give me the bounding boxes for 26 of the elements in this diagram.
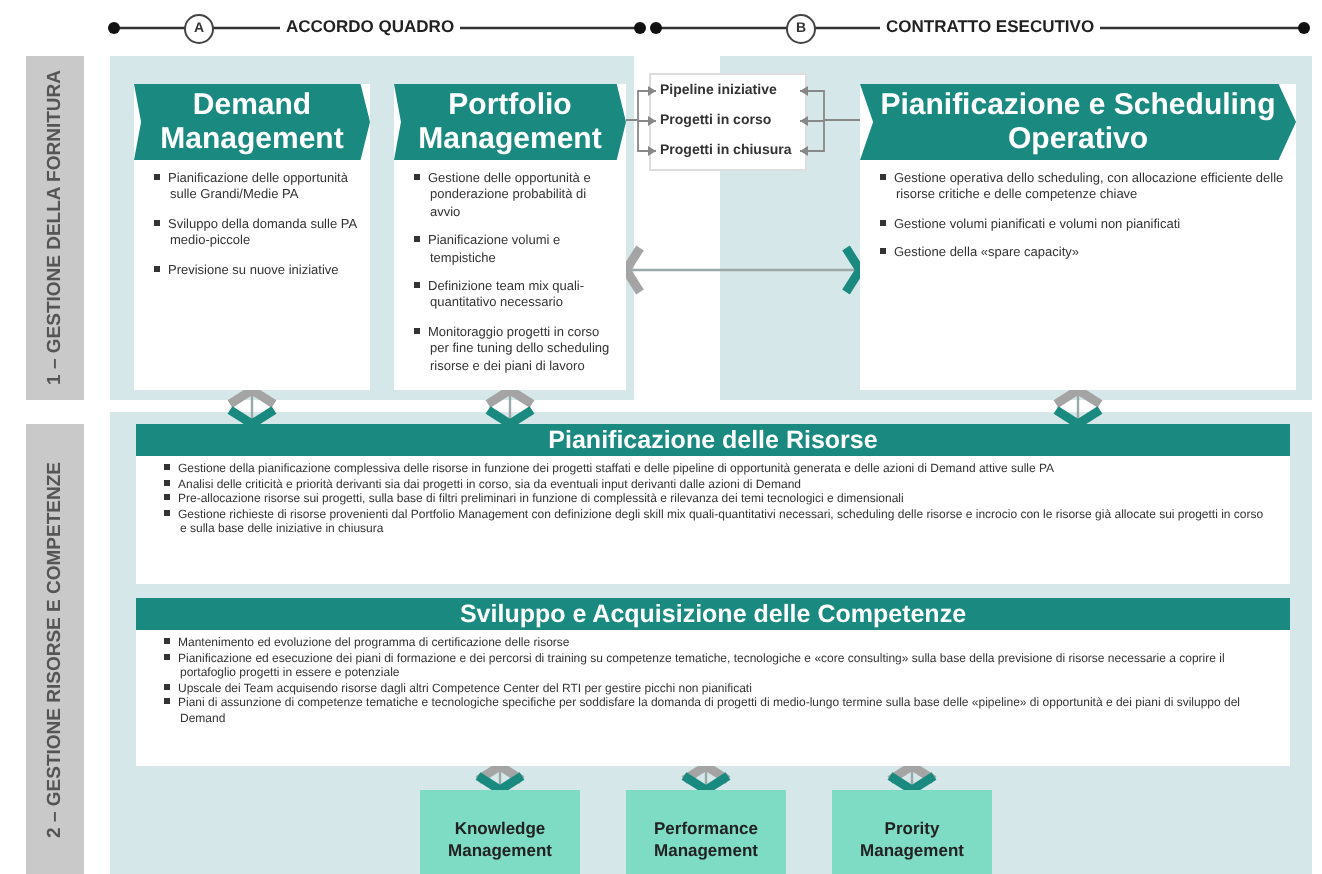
phase-title: CONTRATTO ESECUTIVO [880,16,1101,38]
process-tile: Performance Management [626,790,786,874]
process-panel [136,598,1290,766]
section-heading: Portfolio Management [394,84,626,160]
section-heading: Demand Management [134,84,370,160]
process-tile: Prority Management [832,790,992,874]
process-tile: Knowledge Management [420,790,580,874]
chevron-connector [473,761,527,795]
process-panel [136,424,1290,584]
section-band [26,424,84,874]
section-band [26,56,84,400]
arrow [799,119,861,156]
section-heading: Pianificazione delle Risorse [136,424,1290,456]
process-card [860,84,1296,390]
process-card [134,84,370,390]
chevron-connector [679,761,733,795]
chevron-connector [483,385,537,429]
chevron-connector [885,761,939,795]
chevron-connector [1051,385,1105,429]
section-heading: Pianificazione e Scheduling Operativo [860,84,1296,160]
section-title: 1 – GESTIONE DELLA FORNITURA [44,70,66,386]
phase-title: ACCORDO QUADRO [280,16,461,38]
chevron-connector [225,385,279,429]
section-heading: Sviluppo e Acquisizione delle Competenze [136,598,1290,630]
section-title: 2 – GESTIONE RISORSE E COMPETENZE [44,461,66,837]
process-card [394,84,626,390]
